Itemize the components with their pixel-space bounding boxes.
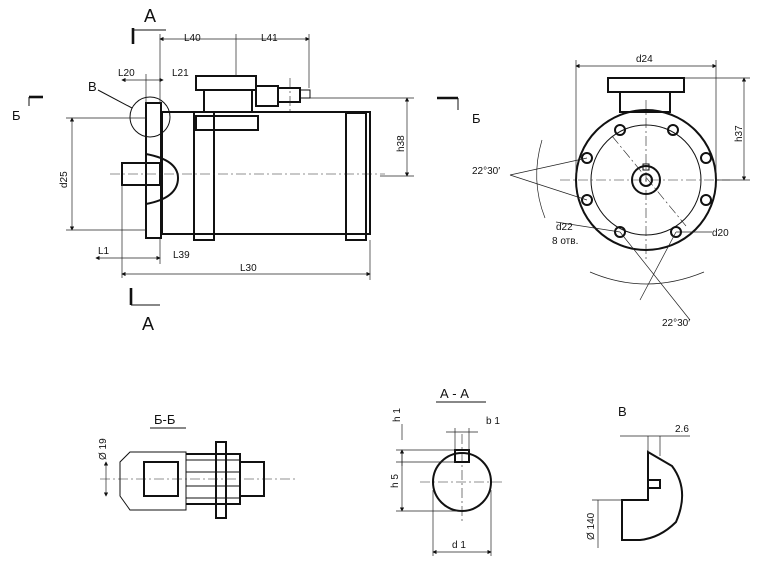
front-terminal-box: [607, 77, 685, 93]
dim-h38-ext: [310, 97, 414, 177]
shaft-boss: [145, 153, 180, 205]
dim-L21: L21: [172, 68, 189, 79]
dim-d19: Ø 19: [98, 438, 109, 460]
angle-bottom-arc: [589, 271, 705, 285]
section-bb-view: Б-Б Ø 19: [98, 412, 298, 519]
dim-h5: h 5: [390, 474, 401, 488]
dim-h38: h38: [396, 135, 407, 152]
terminal-clamp: [195, 115, 259, 131]
bb-flange: [215, 441, 227, 519]
section-b-right-label: Б: [472, 111, 481, 126]
dim-d22: d22: [556, 222, 573, 233]
dim-h37: h37: [734, 125, 745, 142]
bolt-hole: [581, 152, 593, 164]
bolt-hole: [581, 194, 593, 206]
dim-d22-leader: [555, 221, 621, 233]
detail-b-label: В: [88, 79, 97, 94]
front-terminal-base: [619, 91, 671, 113]
cable-gland-end: [299, 89, 311, 99]
angle-top: 22°30′: [472, 166, 500, 177]
dim-d25: d25: [59, 171, 70, 188]
dim-d1-ext: [432, 490, 492, 556]
angle-top-rays: [509, 157, 588, 201]
cable-gland-nut: [277, 87, 301, 103]
dim-d20: d20: [712, 228, 729, 239]
section-b-left-label: Б: [12, 108, 21, 123]
section-a-top-label: А: [144, 6, 156, 26]
mounting-flange: [145, 102, 162, 239]
dim-d24-ext: [575, 60, 717, 180]
dim-26-line: [620, 435, 690, 456]
dim-h1: h 1: [392, 408, 403, 422]
bolt-hole: [614, 124, 626, 136]
dim-140: Ø 140: [586, 512, 597, 540]
side-view: А А Б Б В: [12, 6, 481, 334]
angle-bottom-rays: [619, 231, 691, 321]
dim-L39: L39: [173, 250, 190, 261]
dim-holes: 8 отв.: [552, 236, 578, 247]
detail-v-title: В: [618, 404, 627, 419]
terminal-box-base: [203, 89, 253, 113]
angle-bottom: 22°30′: [662, 318, 690, 329]
detail-v-profile: [621, 450, 683, 541]
aa-centerlines: [420, 434, 504, 522]
dim-L30: L30: [240, 263, 257, 274]
bolt-hole: [700, 194, 712, 206]
section-bb-title: Б-Б: [154, 412, 175, 427]
dim-L1-ext: [121, 185, 161, 278]
dim-b1-line: [446, 428, 478, 450]
dim-L41: L41: [261, 33, 278, 44]
bolt-hole: [700, 152, 712, 164]
angle-top-arc: [536, 139, 546, 219]
flange-ring: [193, 111, 215, 241]
dim-d25-ext: [66, 117, 146, 231]
bolt-hole: [614, 226, 626, 238]
rear-rim: [345, 112, 367, 241]
front-bolt-holes: [581, 124, 712, 238]
bb-sleeve-wall-top: [185, 459, 241, 473]
front-diag-centerline: [611, 135, 687, 227]
terminal-box: [195, 75, 257, 91]
detail-b-leader: [97, 89, 133, 109]
bb-sleeve-wall-bottom: [185, 485, 241, 499]
bolt-hole: [667, 124, 679, 136]
detail-b-circle: [129, 96, 171, 138]
dim-b1: b 1: [486, 416, 500, 427]
front-view: d24 h37 22°30′ 22°30′ d22 8 отв. d20: [472, 54, 750, 329]
section-aa-view: А - А h 1 b 1 h 5 d 1: [390, 386, 504, 556]
front-centerlines: [560, 100, 730, 262]
cable-gland: [255, 85, 279, 107]
bb-nut: [119, 451, 187, 511]
dim-L1: L1: [98, 246, 110, 257]
dim-d1: d 1: [452, 540, 466, 551]
detail-v-view: В 2.6 Ø 140: [586, 404, 690, 548]
dim-top-extensions: [159, 34, 310, 103]
dim-26: 2.6: [675, 424, 689, 435]
dim-d24: d24: [636, 54, 653, 65]
dim-L20: L20: [118, 68, 135, 79]
dim-L40: L40: [184, 33, 201, 44]
section-a-bottom-label: А: [142, 314, 154, 334]
dim-h1-ext: [396, 449, 455, 463]
dim-h37-ext: [684, 77, 750, 181]
section-aa-title: А - А: [440, 386, 469, 401]
